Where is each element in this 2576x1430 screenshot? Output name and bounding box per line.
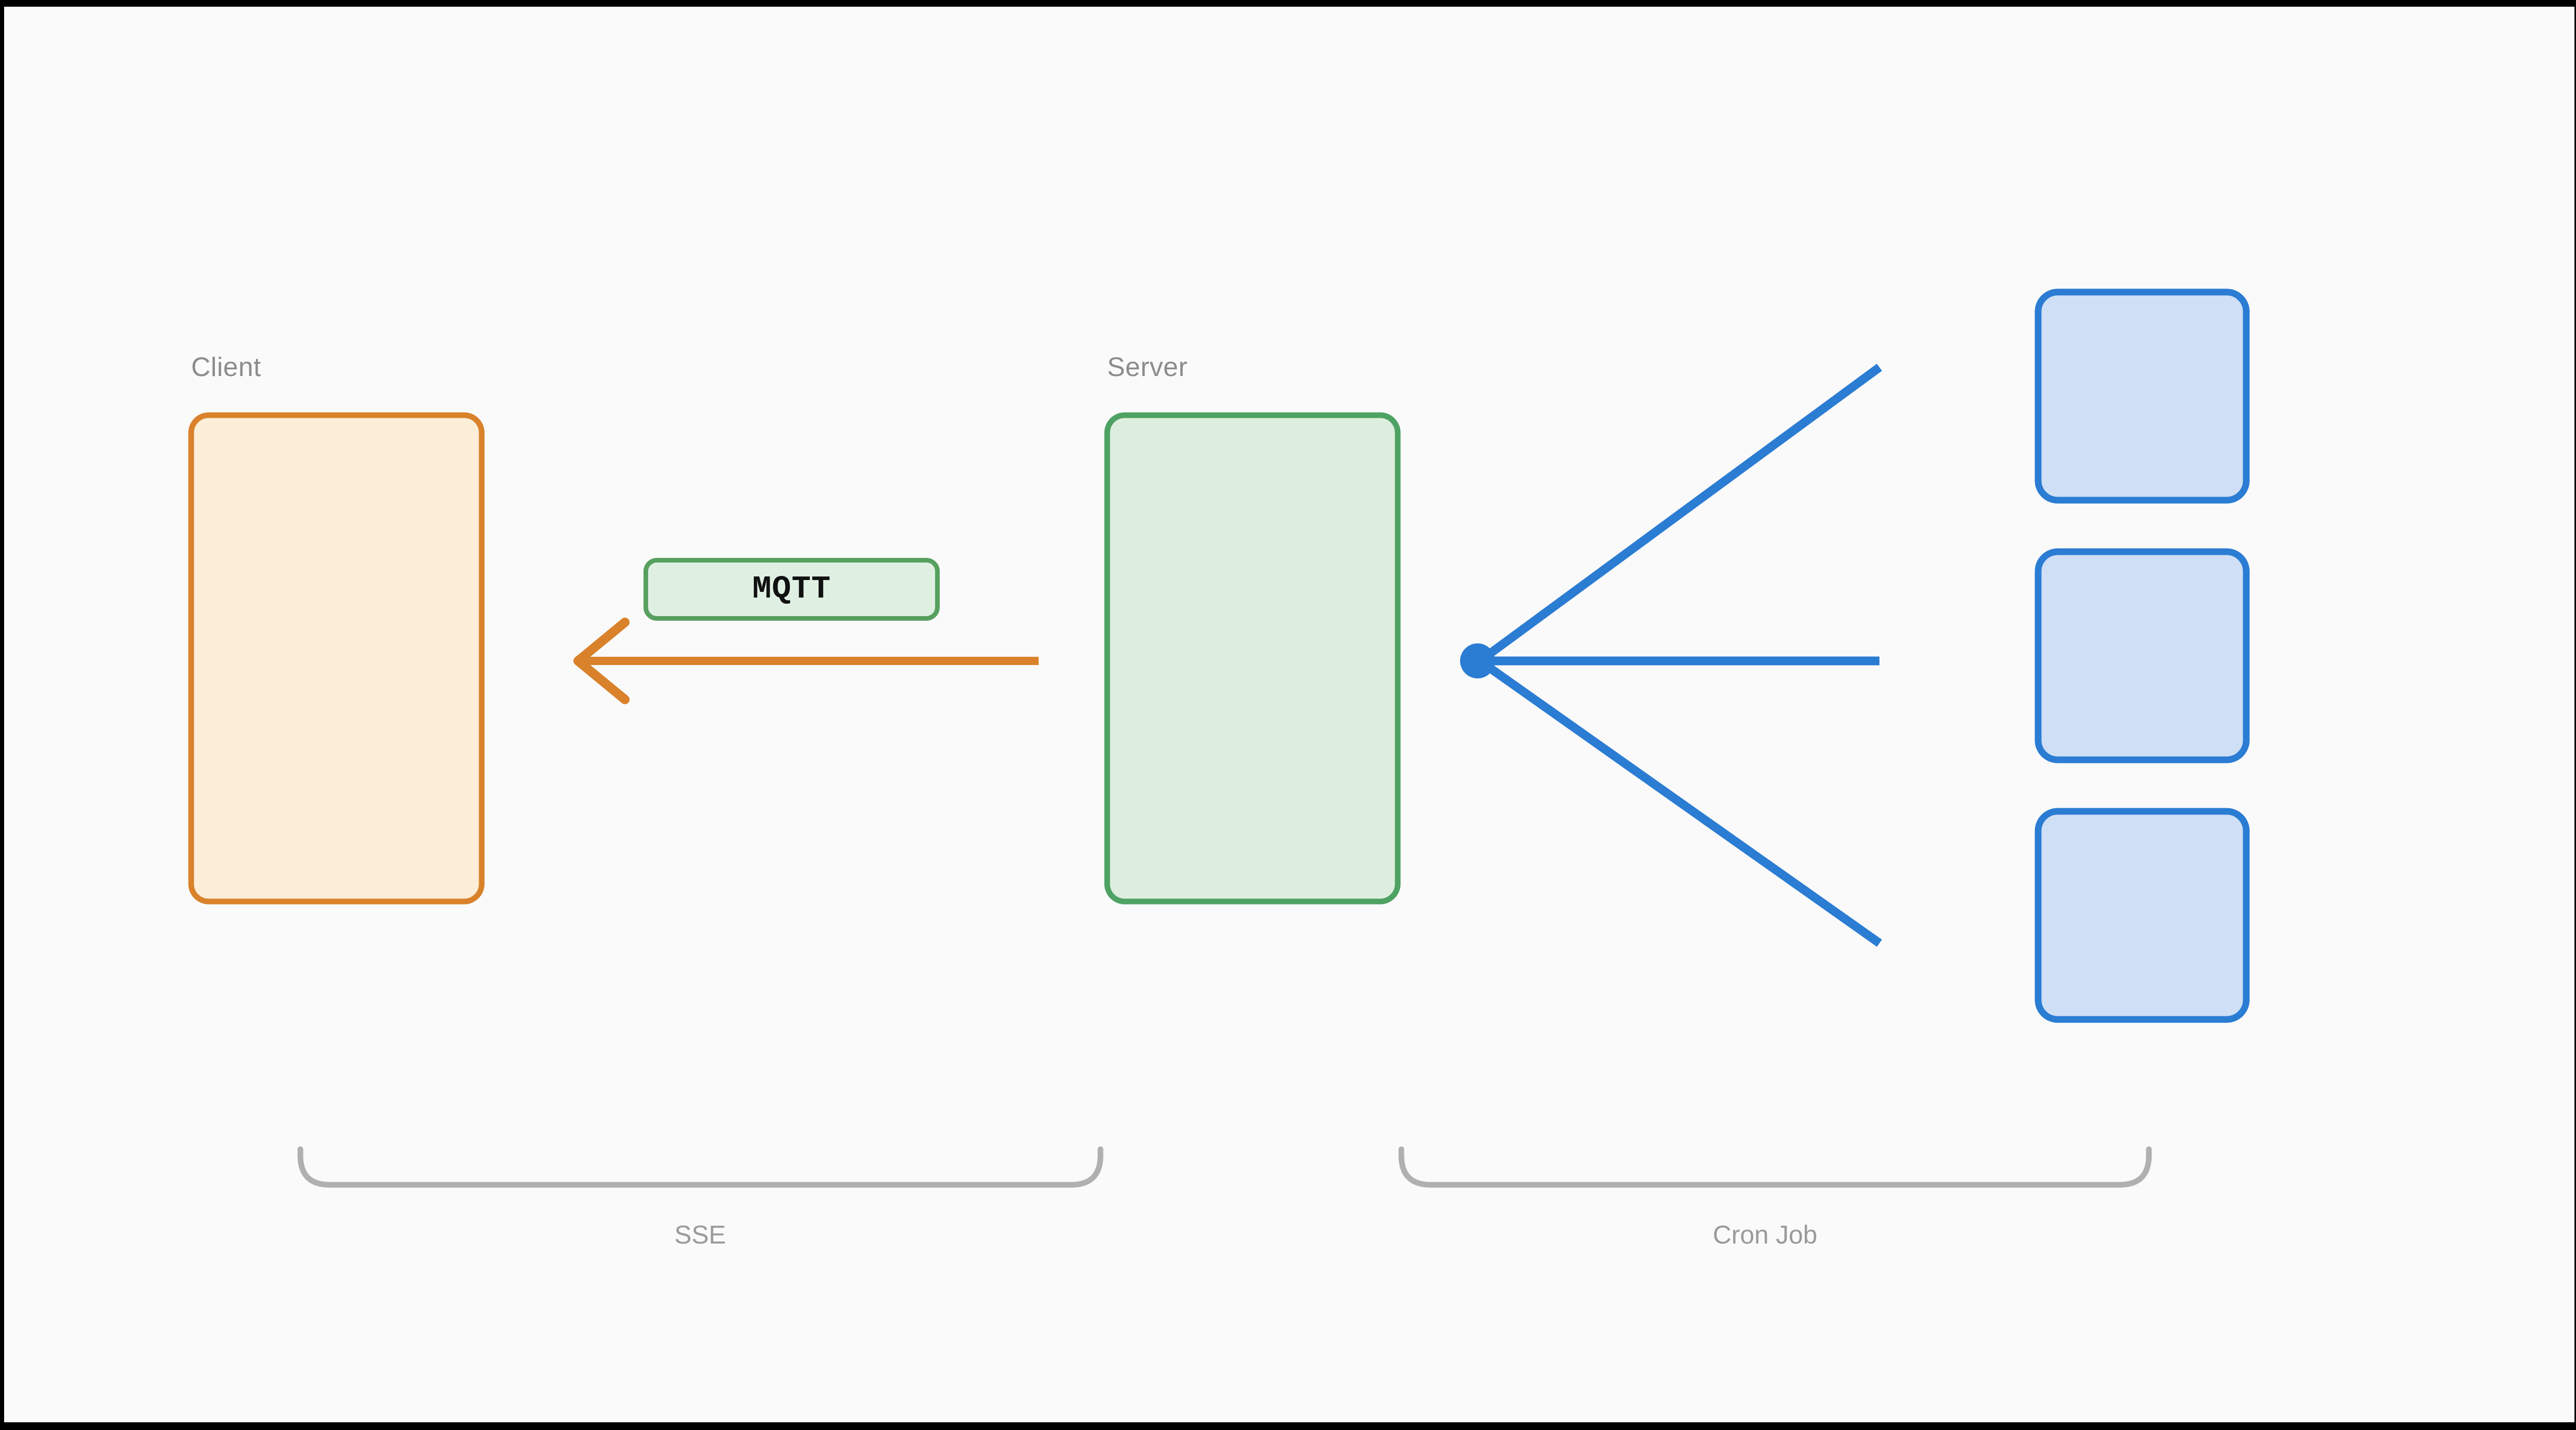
fan-line-bottom [1480,659,1882,947]
node-server-box[interactable] [1104,412,1401,905]
worker-box-2[interactable] [2035,548,2250,763]
diagram-vector-layer [188,288,2250,1188]
group-bracket-sse [297,1146,1104,1188]
group-label-cron-job: Cron Job [1713,1220,1818,1249]
edge-label-mqtt-text: MQTT [752,571,831,607]
node-server-label: Server [1107,352,1188,382]
edge-label-mqtt-badge[interactable]: MQTT [643,558,940,621]
fan-line-top [1480,364,1883,662]
group-bracket-cron-job [1398,1146,2152,1188]
worker-box-1[interactable] [2035,288,2250,504]
edge-server-to-client-arrowhead [573,618,630,704]
worker-box-3[interactable] [2035,808,2250,1023]
node-client-box[interactable] [188,412,485,905]
group-label-sse: SSE [674,1220,726,1249]
fan-junction-dot[interactable] [1460,643,1495,678]
diagram-page: Client Server MQTT SSE Cron Job [4,7,2574,1422]
node-client-label: Client [191,352,261,382]
